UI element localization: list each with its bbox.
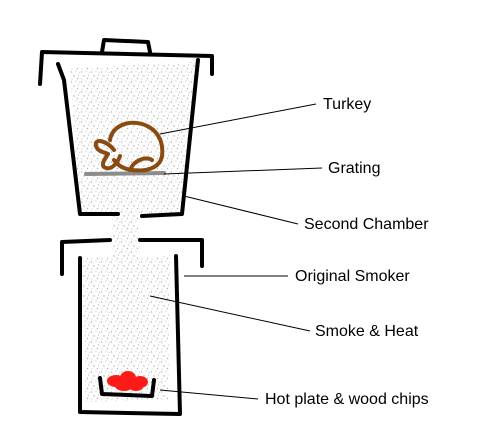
label-second-chamber: Second Chamber: [304, 216, 429, 233]
lid-handle: [100, 38, 152, 54]
grating: [84, 171, 166, 176]
turkey-leader: [159, 103, 317, 135]
upper-chamber-left-wall: [56, 62, 120, 216]
upper-chamber-right-wall: [140, 58, 200, 218]
lower-lid: [60, 238, 204, 276]
hot-plate-leader: [159, 389, 259, 400]
second-chamber-leader: [183, 195, 299, 225]
grating-leader: [163, 167, 323, 175]
upper-lid: [38, 50, 214, 86]
hot-plate: [98, 376, 156, 398]
label-hot-plate: Hot plate & wood chips: [265, 391, 429, 408]
connecting-smoke: [112, 208, 138, 266]
label-grating: Grating: [328, 160, 381, 177]
turkey-drawing: [93, 120, 165, 173]
upper-chamber-smoke: [70, 62, 196, 216]
label-smoke-heat: Smoke & Heat: [315, 323, 419, 340]
label-turkey: Turkey: [323, 96, 372, 113]
lower-chamber-smoke: [82, 256, 170, 402]
wood-chips: [107, 371, 148, 391]
smoke-heat-leader: [149, 295, 311, 332]
lower-chamber-body: [78, 254, 182, 416]
label-original-smoker: Original Smoker: [295, 268, 410, 285]
